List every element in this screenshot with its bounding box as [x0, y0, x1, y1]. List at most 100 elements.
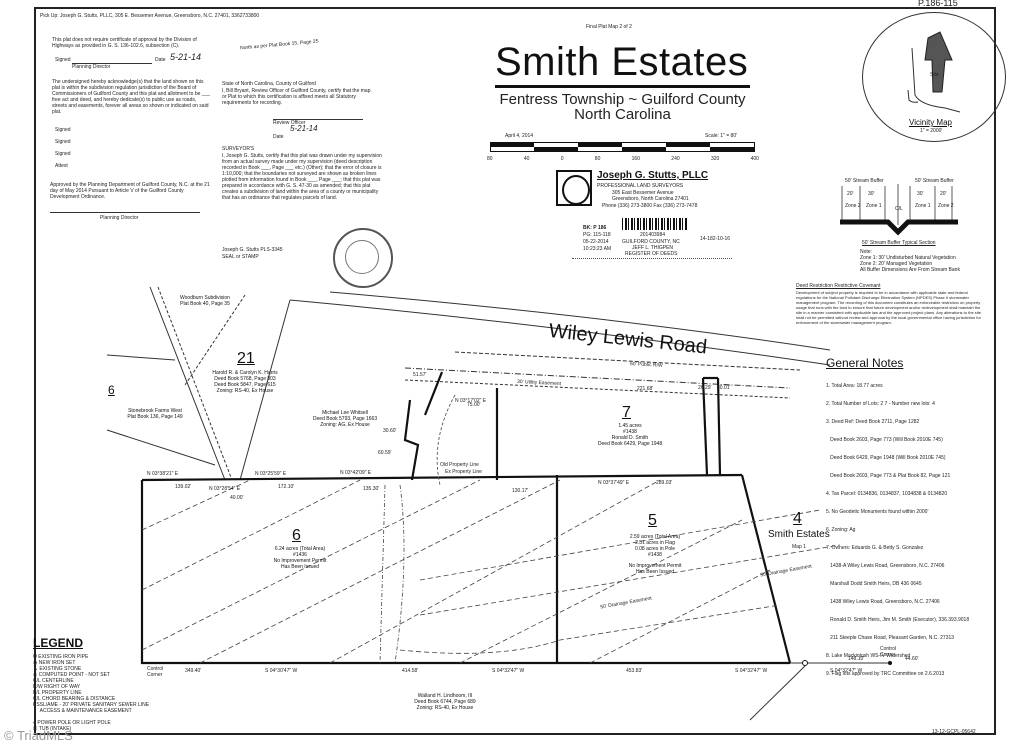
distance: 26.29': [698, 385, 712, 391]
plat-sheet: [34, 7, 996, 735]
buffer-note: Note:: [860, 249, 872, 255]
scale-ticks: 80 40 0 80 160 240 320 400: [487, 156, 759, 162]
plat-scale: Scale: 1" = 80': [705, 133, 738, 139]
note-item: 2. Total Number of Lots: 2 7 - Number ne…: [826, 401, 935, 407]
record-register: JEFF L. THIGPEN: [632, 245, 674, 251]
lot-number: 6: [292, 527, 301, 544]
lot-number: 4: [793, 510, 802, 527]
record-date: 05-22-2014: [583, 239, 609, 245]
plat-subtitle: Fentress Township ~ Guilford County Nort…: [490, 92, 755, 122]
distance: 40.00': [230, 495, 244, 501]
legend-item: ◉ NEW IRON SET: [33, 660, 76, 666]
top-right-ref: P.186-115: [918, 0, 958, 8]
surveyor-sig: Joseph G. Stutts PLS-3345: [222, 247, 283, 253]
deed-restriction-title: Deed Restriction Restrictive Covenant: [796, 283, 881, 289]
review-state: State of North Carolina, County of Guilf…: [222, 81, 316, 87]
plat-title: Smith Estates: [495, 40, 749, 84]
surveyor-head: SURVEYOR'S: [222, 146, 255, 152]
lot-number: 7: [622, 404, 631, 421]
lot-4-map: Map 1: [792, 544, 806, 550]
bearing: N 03°28'54" E: [209, 486, 241, 492]
distance: 44.60': [905, 656, 919, 662]
note-item: 4. Tax Parcel: 0134836, 0134837, 1034838…: [826, 491, 948, 497]
ex-property-line-label: Ex Property Line: [445, 469, 482, 475]
buffer-left-label: 50' Stream Buffer: [845, 178, 884, 184]
tick: 400: [750, 156, 759, 162]
distance: 51.57': [413, 372, 427, 378]
bearing: N 03°38'21" E: [147, 471, 179, 477]
distance: 130.17': [512, 488, 529, 494]
distance: 139.02': [175, 484, 192, 490]
general-notes-title: General Notes: [826, 356, 904, 370]
tick: 240: [671, 156, 680, 162]
buffer-centerline: C/L: [895, 206, 903, 212]
review-text: I, Bill Bryant, Review Officer of Guilfo…: [222, 88, 371, 106]
vicinity-scale: 1" = 2000': [920, 128, 943, 134]
highways-signed-label: Signed: [55, 57, 71, 63]
note-item: Deed Book 6429, Page 1948 (Will Book 201…: [826, 455, 946, 461]
legend-item: ▲ EXISTING STONE: [33, 666, 82, 672]
note-item: 211 Steeple Chase Road, Pleasant Garden,…: [826, 635, 955, 641]
legend-item: ◎ COMPUTED POINT - NOT SET: [33, 672, 110, 678]
buffer-note: All Buffer Dimensions Are From Stream Ba…: [860, 267, 960, 273]
firm-name: Joseph G. Stutts, PLLC: [597, 170, 709, 181]
record-rule: [572, 258, 732, 259]
lot-number: 6: [108, 383, 115, 397]
note-item: 8. Lake Mackintosh WS-IV Watershed: [826, 653, 911, 659]
title-underline: [495, 85, 750, 88]
distance: 453.83': [626, 668, 643, 674]
signature-line: [72, 63, 152, 64]
owner-signed-2: Signed: [55, 139, 71, 145]
surveyor-seal-icon: [333, 228, 393, 288]
firm-address: 305 East Bessemer Avenue: [612, 190, 674, 196]
note-item: 1. Total Area: 18.77 acres: [826, 383, 883, 389]
lot-info: 2.59 acres (Total Area)2.51 acres in Fla…: [628, 534, 682, 575]
vic-site: Site: [930, 72, 939, 78]
record-county: GUILFORD COUNTY, NC: [622, 239, 680, 245]
pickup-line: Pick Up: Joseph G. Stutts, PLLC, 305 E. …: [40, 13, 260, 19]
lot-number: 5: [648, 512, 657, 529]
control-corner-label: Control Corner: [147, 666, 164, 678]
record-time: 10:23:23 AM: [583, 246, 612, 252]
plat-date: April 4, 2014: [505, 133, 534, 139]
note-item: 1438 Wiley Lewis Road, Greensboro, N.C. …: [826, 599, 940, 605]
buffer-note: Zone 1: 30' Undisturbed Natural Vegetati…: [860, 255, 956, 261]
firm-city: Greensboro, North Carolina 27401: [612, 196, 689, 202]
buffer-note: Zone 2: 20' Managed Vegetation: [860, 261, 933, 267]
zone-name: Zone 2: [845, 203, 861, 209]
lot-4-name: Smith Estates: [768, 529, 830, 540]
note-item: Ronald D. Smith Heirs, Jim M. Smith (Exe…: [826, 617, 970, 623]
vicinity-map: [862, 12, 1006, 142]
tick: 320: [710, 156, 720, 162]
note-item: Marshall Dodd Smith Heirs, DB 436 0645: [826, 581, 922, 587]
zone-width: 30': [917, 191, 924, 197]
barcode: [622, 218, 688, 230]
distance: 172.10': [278, 484, 295, 490]
review-sign-line: [273, 119, 363, 120]
approval-sign-line: [50, 212, 200, 213]
legend-item: R/W RIGHT OF WAY: [33, 684, 81, 690]
bearing: S 04°32'47" W: [830, 668, 863, 674]
buffer-title: 50' Stream Buffer Typical Section: [862, 240, 936, 246]
seal-label: SEAL or STAMP: [222, 254, 259, 260]
control-corner-label: Control Corner: [880, 646, 897, 658]
distance: 289.03': [656, 480, 673, 486]
firm-logo-icon: [556, 170, 592, 206]
highways-date: 5-21-14: [170, 52, 202, 62]
note-item: 7. Owners: Eduardo G. & Betty S. Gonzale…: [826, 545, 924, 551]
tick: 40: [523, 156, 530, 162]
township-line: Fentress Township ~ Guilford County: [499, 91, 746, 108]
record-doc: 201403984: [640, 232, 666, 238]
distance: 414.58': [402, 668, 419, 674]
note-item: 5. No Geodetic Monuments found within 20…: [826, 509, 929, 515]
owner-signed-3: Signed: [55, 151, 71, 157]
zone-width: 30': [868, 191, 875, 197]
bearing: S 04°30'47" W: [265, 668, 298, 674]
state-line: North Carolina: [574, 106, 671, 123]
bearing: N 03°37'49" E: [598, 480, 630, 486]
owner-signed-1: Signed: [55, 127, 71, 133]
